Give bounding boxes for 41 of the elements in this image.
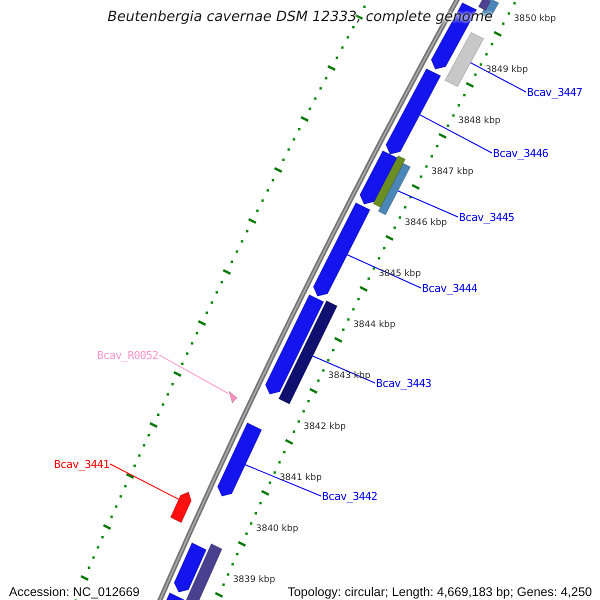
scale-label: 3846 kbp	[404, 219, 447, 228]
footer-text: Topology: circular; Length: 4,669,183 bp; Genes: 4,250	[288, 586, 592, 598]
gene-label: Bcav_3442	[322, 490, 378, 502]
gene-label: Bcav_R0052	[97, 350, 158, 360]
scale-label: 3841 kbp	[279, 474, 322, 484]
footer-text: Accession: NC_012669	[9, 586, 140, 598]
leader-line	[346, 254, 422, 288]
scale-label: 3847 kbp	[431, 168, 474, 178]
leader-line	[470, 62, 526, 92]
leader-line	[244, 464, 322, 496]
gene-block	[186, 543, 222, 600]
leader-line	[312, 355, 376, 384]
gene-block	[265, 294, 324, 395]
scale-label: 3844 kbp	[353, 321, 396, 330]
scale-label: 3848 kbp	[458, 117, 500, 126]
gene-block	[478, 0, 491, 11]
gene-block	[444, 32, 484, 87]
gene-block	[217, 422, 262, 497]
gene-block	[372, 155, 406, 208]
scale-label: 3839 kbp	[232, 576, 276, 586]
gene-label: Bcav_3445	[459, 212, 514, 222]
gene-block	[170, 492, 192, 524]
gene-label: Bcav_3443	[376, 378, 432, 388]
gene-label: Bcav_3446	[493, 148, 548, 158]
scale-label: 3840 kbp	[256, 525, 298, 534]
gene-block	[360, 150, 398, 205]
gene-block	[386, 68, 442, 155]
scale-label: 3850 kbp	[514, 15, 556, 24]
leader-line	[397, 190, 458, 218]
gene-block	[174, 542, 207, 593]
leader-line	[419, 114, 492, 154]
scale-label: 3842 kbp	[303, 423, 346, 432]
gene-label: Bcav_3441	[54, 458, 110, 470]
gene-block	[312, 202, 370, 297]
gene-label: Bcav_3444	[422, 282, 478, 294]
gene-block	[378, 162, 411, 216]
leader-line	[158, 354, 229, 394]
scale-label: 3849 kbp	[486, 66, 528, 76]
leader-line	[110, 464, 180, 500]
gene-label: Bcav_3447	[527, 86, 582, 98]
rna-marker	[228, 390, 238, 404]
